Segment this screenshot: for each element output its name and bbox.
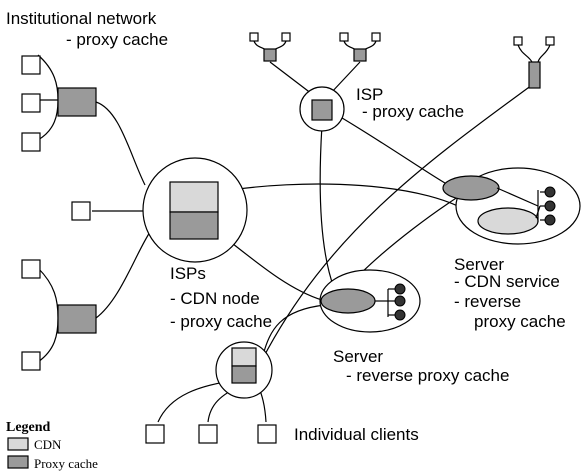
isps-proxy-box xyxy=(169,211,219,240)
server-reverse-proxy xyxy=(319,269,421,333)
institutional-label-line2: - proxy cache xyxy=(66,30,168,49)
institutional-client-1 xyxy=(21,55,41,75)
small-isp-proxy-box xyxy=(231,365,257,384)
legend-proxy-swatch xyxy=(7,455,29,469)
institutional-proxy-cache xyxy=(57,87,97,117)
isp-proxy-box xyxy=(311,99,333,121)
server-proxy-ellipse xyxy=(442,175,500,201)
link-top-proxy2-isp xyxy=(329,61,361,95)
lower-proxy-cache xyxy=(57,304,97,334)
legend-title: Legend xyxy=(6,420,51,435)
server-cdn-label-line3: - reverse xyxy=(454,292,521,311)
link-reverse-small-isp xyxy=(262,304,326,356)
individual-client-3 xyxy=(257,424,277,444)
individual-client-2 xyxy=(198,424,218,444)
small-isp-cdn-box xyxy=(231,347,257,367)
institutional-client-3 xyxy=(21,132,41,152)
individual-clients-label: Individual clients xyxy=(294,425,419,444)
top-client-cluster-2 xyxy=(339,32,381,62)
top-right-proxy xyxy=(528,61,541,89)
link-lower-proxy-isp xyxy=(95,231,151,319)
server-cdn-label-line2: - CDN service xyxy=(454,272,560,291)
server-cdn-label-line4: proxy cache xyxy=(474,312,566,331)
server-cdn xyxy=(442,167,581,245)
top-proxy-2 xyxy=(353,48,367,62)
connection-lines xyxy=(92,61,533,423)
link-isp-server-proxy xyxy=(331,111,451,187)
legend-cdn-swatch xyxy=(7,437,29,451)
server-cdn-label-line1: Server xyxy=(454,255,504,274)
top-client-cluster-1 xyxy=(249,32,291,62)
lower-client-1 xyxy=(21,259,41,279)
institutional-client-2 xyxy=(21,93,41,113)
institutional-network xyxy=(21,54,97,152)
link-institutional-isp xyxy=(95,101,146,186)
server-reverse-label-line2: - reverse proxy cache xyxy=(346,366,509,385)
individual-client-1 xyxy=(145,424,165,444)
server-cdn-ellipse xyxy=(477,207,539,235)
text-labels: Institutional network - proxy cache ISP … xyxy=(6,9,566,444)
isp-label-line1: ISP xyxy=(356,85,383,104)
isps-cdn-node xyxy=(142,157,248,263)
institutional-label-line1: Institutional network xyxy=(6,9,157,28)
isp-proxy-node xyxy=(299,86,345,132)
lower-client-2 xyxy=(21,351,41,371)
legend-proxy-label: Proxy cache xyxy=(34,456,98,471)
top-right-cluster xyxy=(513,36,555,89)
standalone-client xyxy=(71,201,91,221)
server-reverse-label-line1: Server xyxy=(333,347,383,366)
reverse-proxy-ellipse xyxy=(320,288,376,314)
small-isp-node xyxy=(215,341,273,399)
legend: Legend CDN Proxy cache xyxy=(6,420,98,471)
link-isp-reverse xyxy=(319,124,335,289)
isps-cdn-box xyxy=(169,181,219,213)
lower-left-network xyxy=(21,259,97,371)
link-isp-cdn-server xyxy=(217,183,479,219)
legend-cdn-label: CDN xyxy=(34,437,62,452)
individual-clients xyxy=(145,424,277,444)
isp-label-line2: - proxy cache xyxy=(362,102,464,121)
isps-label-line2: - CDN node xyxy=(170,289,260,308)
link-topright-small-isp xyxy=(261,84,533,361)
isps-label-line3: - proxy cache xyxy=(170,312,272,331)
link-top-proxy1-isp xyxy=(269,61,313,95)
isps-label-line1: ISPs xyxy=(170,264,206,283)
top-proxy-1 xyxy=(263,48,277,62)
link-isp-reverse-proxy xyxy=(227,239,323,301)
